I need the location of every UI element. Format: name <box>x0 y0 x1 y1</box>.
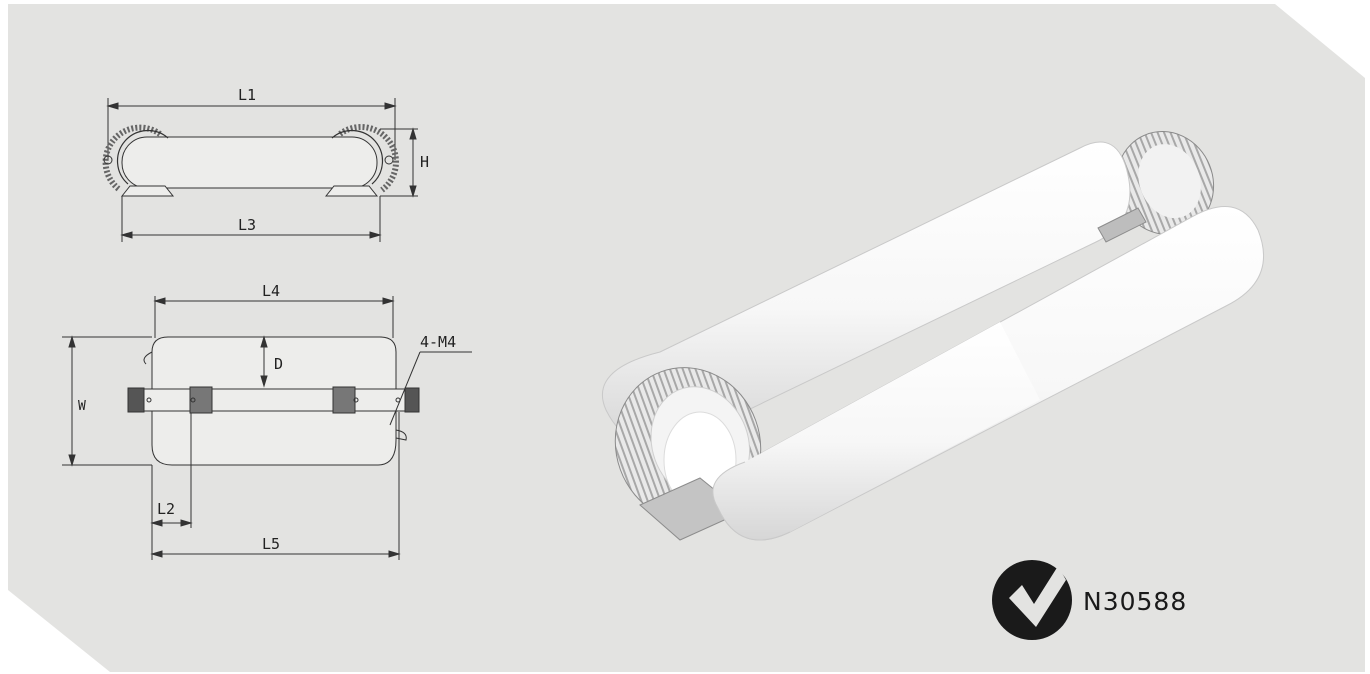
dim-label-h: H <box>420 153 429 171</box>
dim-label-d: D <box>274 355 283 373</box>
top-view-drawing <box>102 98 418 242</box>
dim-label-l2: L2 <box>157 500 175 518</box>
dim-label-mounting: 4-M4 <box>420 333 456 351</box>
certification-code: N30588 <box>1083 587 1187 616</box>
ccc-check-mark-icon <box>992 560 1072 640</box>
dim-label-l4: L4 <box>262 282 280 300</box>
dim-label-l5: L5 <box>262 535 280 553</box>
bottom-view-drawing <box>62 296 472 560</box>
dim-label-l3: L3 <box>238 216 256 234</box>
lamp-product-image <box>601 131 1265 541</box>
dim-label-w: W <box>78 399 86 414</box>
dim-label-l1: L1 <box>238 86 256 104</box>
